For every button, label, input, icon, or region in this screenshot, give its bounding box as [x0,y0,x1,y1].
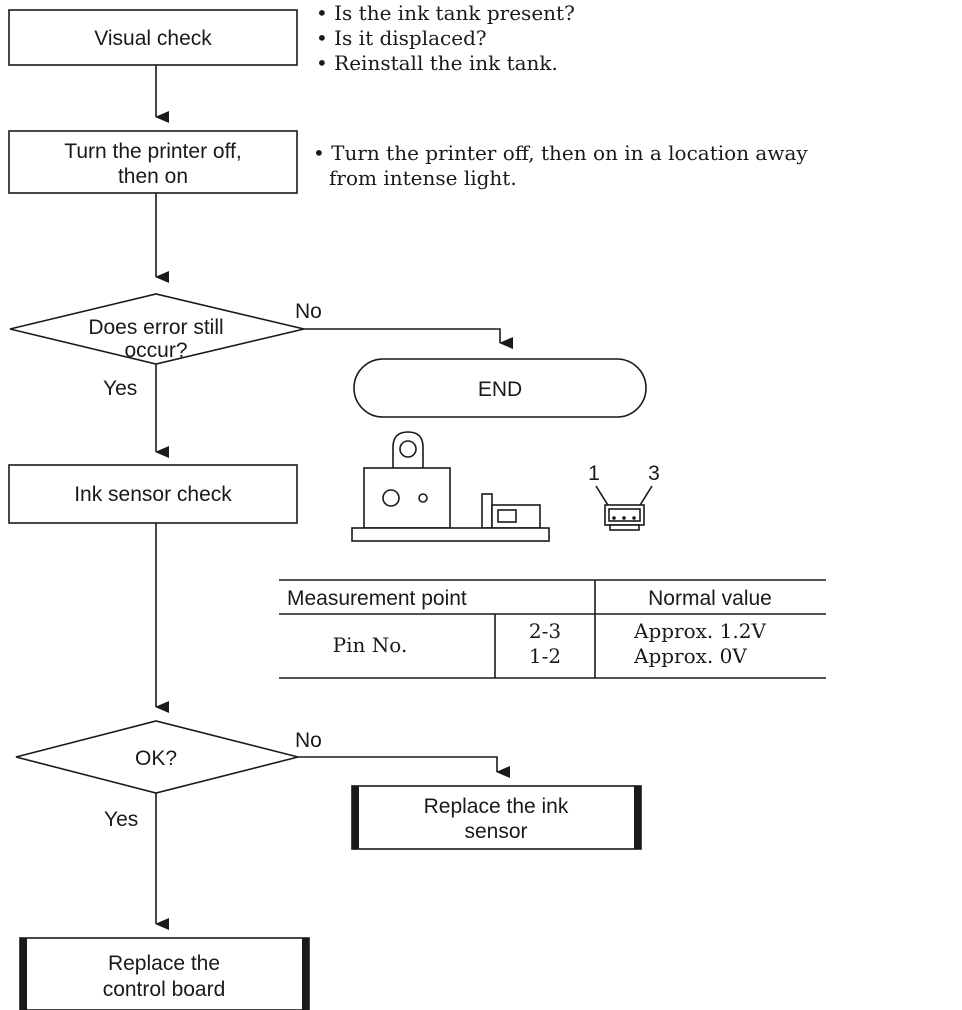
replace-sensor-label-2: sensor [464,820,527,843]
table-header-value: Normal value [648,587,772,610]
end-label: END [478,378,522,401]
replace-sensor-box [351,785,642,850]
pin-1-label: 1 [588,462,600,485]
table-pin-pair: 2-3 [529,619,561,643]
no-label-2: No [295,729,322,752]
decision-ok-label: OK? [135,747,177,770]
connector-pin-diagram: 1 3 [588,462,660,531]
yes-label-1: Yes [103,377,137,400]
no-label-1: No [295,300,322,323]
visual-note-1: • Is the ink tank present? [316,1,575,25]
table-pin-pair: 1-2 [529,644,561,668]
pin-3-label: 3 [648,462,660,485]
yes-label-2: Yes [104,808,138,831]
visual-note-2: • Is it displaced? [316,26,487,50]
end-terminal [353,358,647,418]
ink-sensor-illustration [351,431,550,542]
ink-sensor-check-label: Ink sensor check [74,483,232,506]
power-cycle-label-1: Turn the printer off, [64,140,241,163]
decision-error-label-1: Does error still [88,316,223,339]
power-cycle-box [8,130,298,194]
replace-sensor-label-1: Replace the ink [424,795,569,818]
replace-board-label-1: Replace the [108,952,220,975]
visual-check-box [8,9,298,66]
connector-arrow [304,328,513,349]
power-note-1: • Turn the printer off, then on in a loc… [313,141,808,165]
ink-sensor-check-box [8,464,298,524]
table-value: Approx. 0V [633,644,747,668]
replace-board-label-2: control board [103,978,226,1001]
measurement-table: Measurement point Normal value Pin No. 2… [279,579,826,679]
table-row-label: Pin No. [333,633,408,657]
connector-arrow [298,756,510,778]
table-value: Approx. 1.2V [633,619,766,643]
power-cycle-label-2: then on [118,165,188,188]
power-note-2: from intense light. [329,166,517,190]
visual-note-3: • Reinstall the ink tank. [316,51,558,75]
decision-error-label-2: occur? [124,339,187,362]
table-header-point: Measurement point [287,587,467,610]
visual-check-label: Visual check [94,27,212,50]
